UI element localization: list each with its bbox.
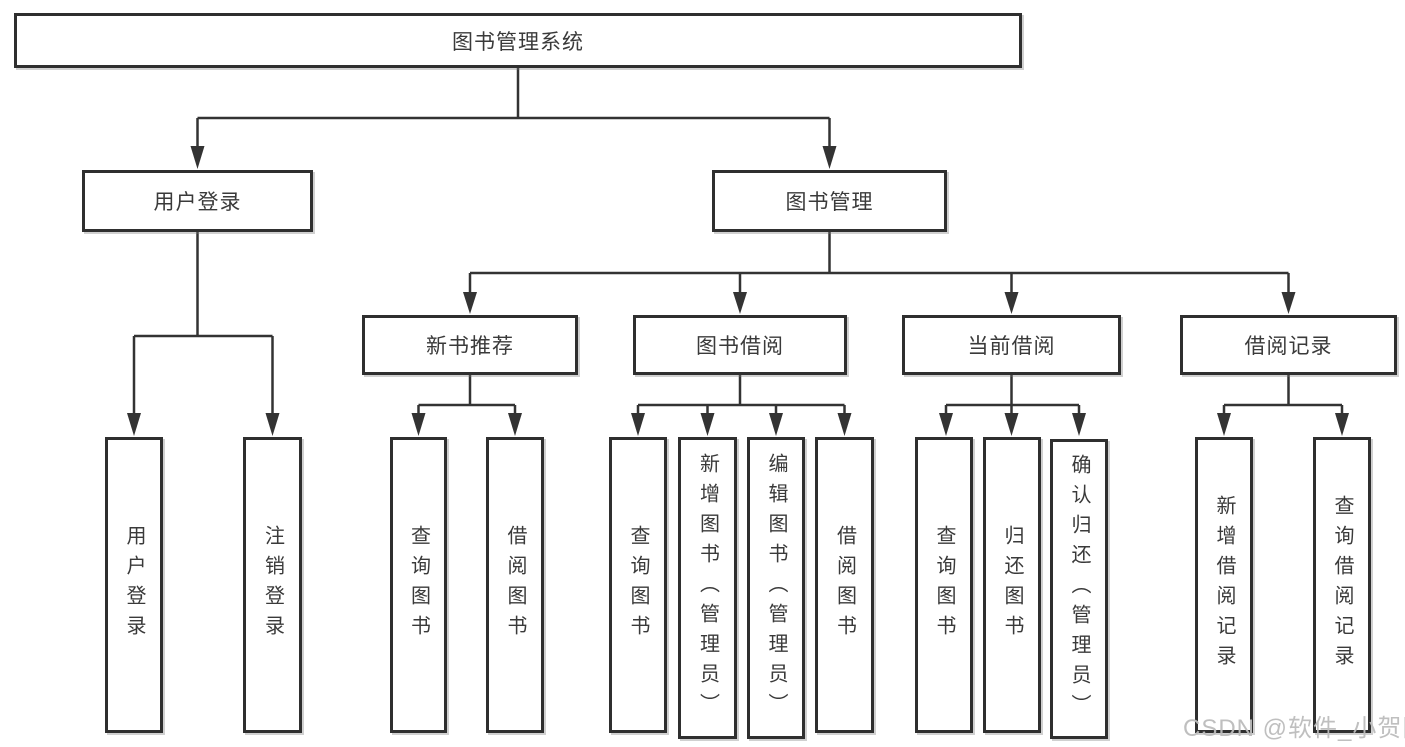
node-nb-query: 查询图书 — [390, 437, 447, 733]
arrowhead-cb-query — [939, 413, 953, 436]
node-br-query-label: 查询借阅记录 — [1331, 495, 1353, 675]
node-borrow-records: 借阅记录 — [1180, 315, 1397, 375]
arrowhead-borrow-records — [1281, 292, 1296, 314]
node-cb-confirm-label: 确认归还（管理员） — [1068, 454, 1090, 724]
arrowhead-user-login-leaf — [127, 413, 141, 436]
csdn-watermark: CSDN @软件_小贺同学 — [1183, 715, 1405, 742]
arrowhead-cb-confirm — [1072, 413, 1086, 436]
arrowhead-nb-borrow — [508, 413, 522, 436]
arrowhead-cb-return — [1004, 413, 1019, 436]
node-cb-return-label: 归还图书 — [1001, 525, 1023, 645]
node-bb-query-label: 查询图书 — [627, 525, 649, 645]
arrowhead-new-book-rec — [463, 292, 477, 314]
node-bb-borrow-label: 借阅图书 — [833, 525, 856, 645]
node-root-label: 图书管理系统 — [452, 30, 584, 54]
node-br-query: 查询借阅记录 — [1313, 437, 1371, 733]
arrowhead-br-query — [1335, 413, 1349, 436]
arrowhead-br-add — [1217, 413, 1231, 436]
arrowhead-current-borrow — [1004, 292, 1019, 314]
arrowhead-book-mgmt — [822, 146, 837, 169]
arrowhead-bb-edit — [769, 413, 783, 436]
arrowhead-user-login — [190, 146, 205, 169]
node-cb-query-label: 查询图书 — [933, 525, 955, 645]
node-book-borrow-label: 图书借阅 — [696, 335, 784, 358]
node-bb-add-label: 新增图书（管理员） — [696, 453, 719, 723]
node-cb-return: 归还图书 — [983, 437, 1041, 733]
node-new-book-rec: 新书推荐 — [362, 315, 578, 375]
node-logout-leaf: 注销登录 — [243, 437, 302, 733]
node-nb-borrow: 借阅图书 — [486, 437, 544, 733]
node-nb-query-label: 查询图书 — [407, 525, 430, 645]
node-book-mgmt: 图书管理 — [712, 170, 947, 232]
node-bb-borrow: 借阅图书 — [815, 437, 874, 733]
node-br-add-label: 新增借阅记录 — [1213, 495, 1235, 675]
node-user-login-label: 用户登录 — [153, 191, 242, 214]
node-bb-edit: 编辑图书（管理员） — [747, 437, 805, 739]
node-bb-query: 查询图书 — [609, 437, 667, 733]
node-user-login: 用户登录 — [82, 170, 313, 232]
node-logout-leaf-label: 注销登录 — [261, 525, 284, 645]
node-br-add: 新增借阅记录 — [1195, 437, 1253, 733]
node-current-borrow: 当前借阅 — [902, 315, 1121, 375]
arrowhead-book-borrow — [733, 292, 747, 314]
node-cb-confirm: 确认归还（管理员） — [1050, 439, 1108, 739]
arrowhead-nb-query — [411, 413, 426, 436]
node-new-book-rec-label: 新书推荐 — [426, 335, 514, 358]
node-root: 图书管理系统 — [14, 13, 1022, 68]
node-bb-add: 新增图书（管理员） — [678, 437, 737, 739]
node-user-login-leaf: 用户登录 — [105, 437, 163, 733]
node-nb-borrow-label: 借阅图书 — [504, 525, 526, 645]
node-book-borrow: 图书借阅 — [633, 315, 847, 375]
arrowhead-logout-leaf — [265, 413, 280, 436]
arrowhead-bb-query — [631, 413, 645, 436]
node-book-mgmt-label: 图书管理 — [785, 191, 874, 214]
node-user-login-leaf-label: 用户登录 — [123, 525, 145, 645]
node-bb-edit-label: 编辑图书（管理员） — [765, 453, 787, 723]
node-cb-query: 查询图书 — [915, 437, 973, 733]
arrowhead-bb-borrow — [837, 413, 852, 436]
node-current-borrow-label: 当前借阅 — [967, 335, 1056, 358]
node-borrow-records-label: 借阅记录 — [1244, 335, 1333, 358]
arrowhead-bb-add — [700, 413, 715, 436]
